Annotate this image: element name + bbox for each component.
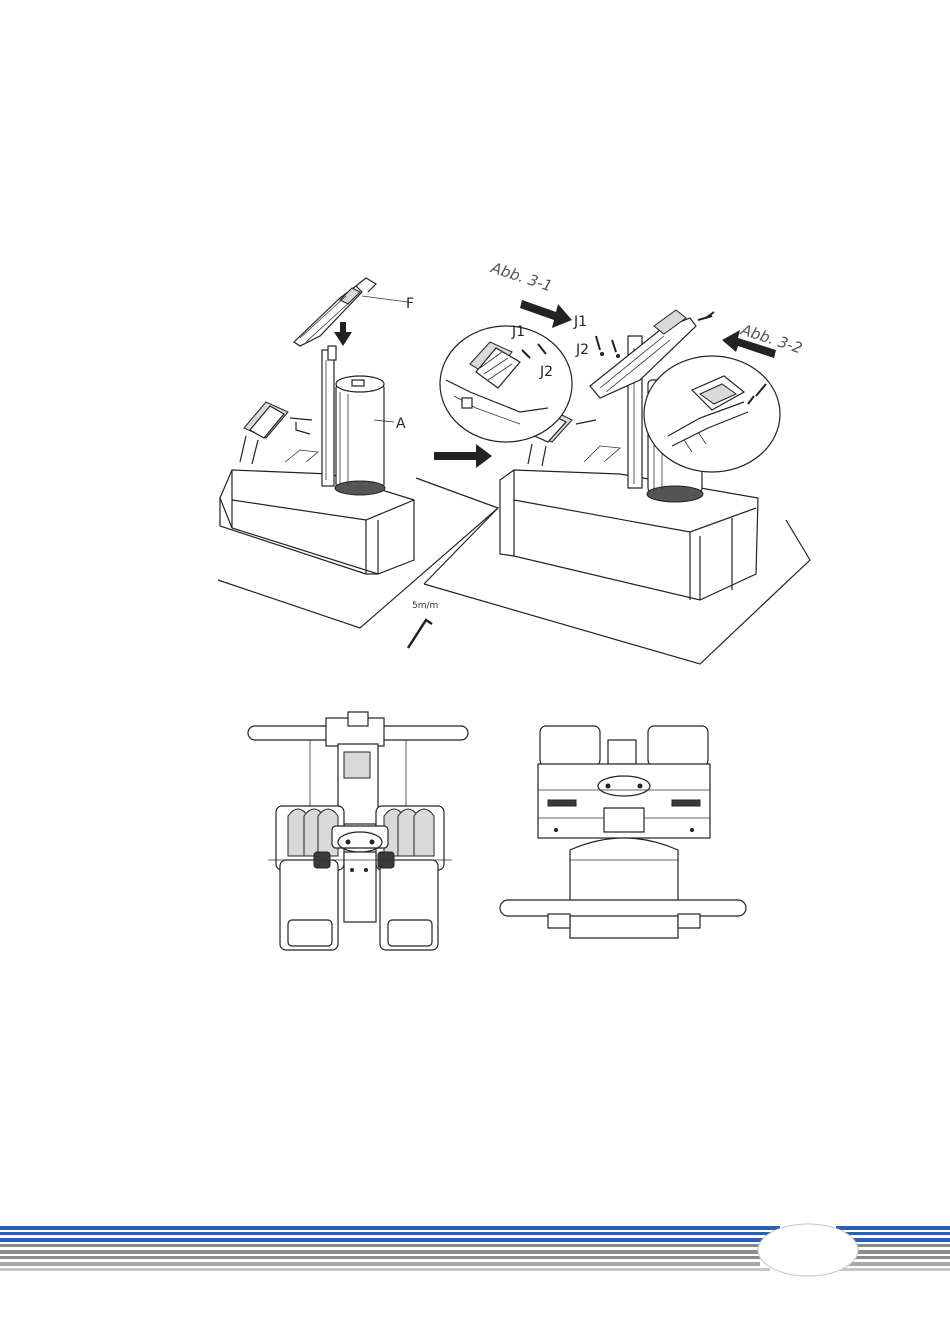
label-part-f: F xyxy=(406,296,414,312)
footer-stripes xyxy=(0,1224,950,1276)
label-tool-size: 5m/m xyxy=(412,601,438,611)
label-fig-3-1: Abb. 3-1 xyxy=(488,258,555,295)
label-j1-detail: J1 xyxy=(511,324,525,340)
page-number-badge xyxy=(758,1224,858,1276)
seat-assembly xyxy=(240,402,312,464)
step-arrow-icon xyxy=(434,444,492,468)
label-j1-main: J1 xyxy=(573,314,587,330)
water-tank-a xyxy=(335,376,385,495)
top-view-rear xyxy=(500,726,746,938)
allen-key-icon xyxy=(408,620,432,648)
detail-view-3-2 xyxy=(644,356,780,472)
assembly-step-before: F A 5m/m xyxy=(218,278,498,648)
bolt-j1 xyxy=(596,336,604,356)
label-part-a: A xyxy=(396,416,406,432)
top-view-front xyxy=(248,712,468,950)
label-j2-detail: J2 xyxy=(539,364,553,380)
arrow-3-1-icon xyxy=(520,300,572,328)
label-j2-main: J2 xyxy=(575,342,589,358)
bolt-j2 xyxy=(612,340,620,358)
detail-view-3-1: J1 J2 xyxy=(440,324,572,442)
part-f xyxy=(294,278,408,346)
